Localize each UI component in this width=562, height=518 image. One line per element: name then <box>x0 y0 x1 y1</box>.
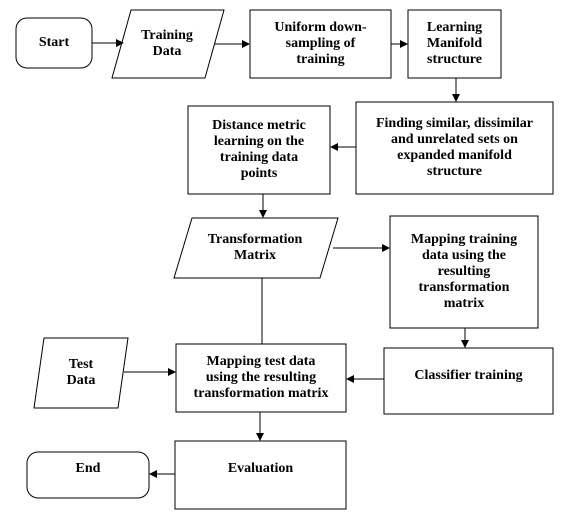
classifier-training-box <box>383 347 554 415</box>
arrowhead-distance-metric-to-transformation-matrix <box>259 210 267 218</box>
arrowhead-start-to-training-data <box>116 39 124 47</box>
mapping-test-label: Mapping test data using the resulting tr… <box>193 354 329 401</box>
end-terminator <box>26 451 150 499</box>
arrowhead-finding-sets-to-distance-metric <box>330 143 338 151</box>
arrowhead-transformation-matrix-to-mapping-training <box>382 244 390 252</box>
finding-sets-label: Finding similar, dissimilar and unrelate… <box>375 116 533 179</box>
start-label: Start <box>38 35 70 50</box>
finding-sets-box <box>355 101 554 195</box>
downsampling-box <box>249 9 392 79</box>
mapping-test-box <box>175 343 347 413</box>
arrowhead-learning-manifold-to-finding-sets <box>452 94 460 102</box>
arrowhead-downsampling-to-learning-manifold <box>400 40 408 48</box>
mapping-training-box <box>389 215 539 329</box>
arrowhead-training-data-to-downsampling <box>242 40 250 48</box>
learning-manifold-box <box>407 9 502 79</box>
transformation-matrix-label: Transformation Matrix <box>207 232 303 263</box>
arrowhead-mapping-training-to-classifier-training <box>461 340 469 348</box>
distance-metric-label: Distance metric learning on the training… <box>212 118 306 181</box>
arrowhead-evaluation-to-end <box>149 470 157 478</box>
mapping-training-label: Mapping training data using the resultin… <box>410 232 518 311</box>
arrowhead-test-data-to-mapping-test <box>168 368 176 376</box>
test-data-label: Test Data <box>66 357 96 388</box>
end-label: End <box>75 461 101 476</box>
transformation-matrix-parallelogram <box>173 217 339 279</box>
test-data-parallelogram <box>33 337 129 409</box>
training-data-label: Training Data <box>141 28 193 59</box>
learning-manifold-label: Learning Manifold structure <box>426 20 483 67</box>
training-data-parallelogram <box>111 9 225 79</box>
evaluation-box <box>174 440 347 510</box>
arrowhead-mapping-test-to-evaluation <box>256 433 264 441</box>
arrowhead-classifier-training-to-mapping-test <box>346 375 354 383</box>
evaluation-label: Evaluation <box>227 461 294 476</box>
downsampling-label: Uniform down- sampling of training <box>274 20 367 67</box>
classifier-training-label: Classifier training <box>414 368 523 383</box>
distance-metric-box <box>187 105 331 195</box>
